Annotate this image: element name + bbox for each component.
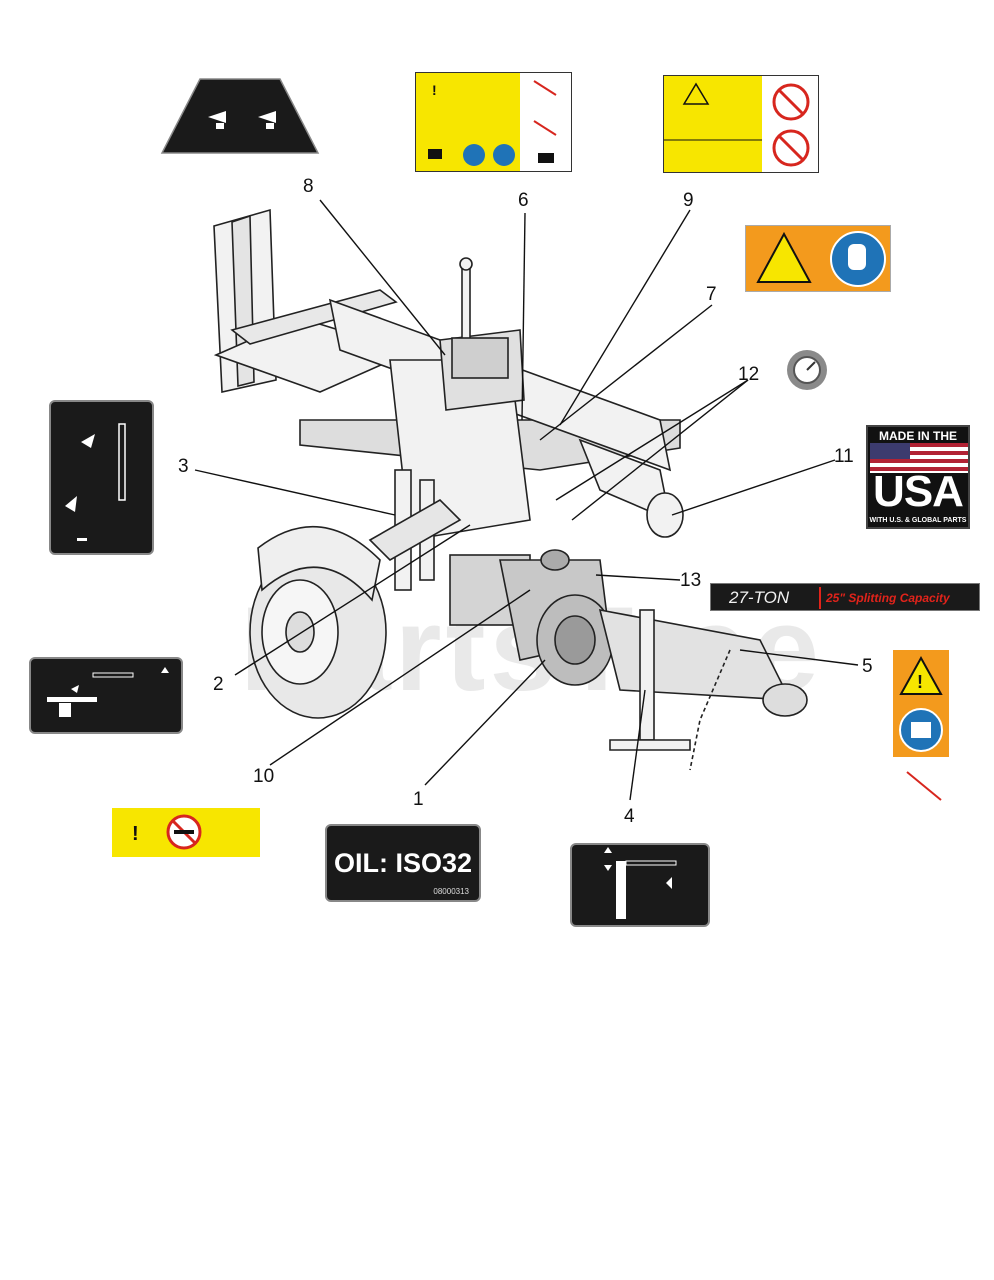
log-splitter-drawing — [213, 208, 808, 771]
callout-5: 5 — [862, 656, 873, 677]
red-line-graphic — [906, 771, 942, 801]
callout-1: 1 — [413, 789, 424, 810]
leader-lines — [194, 199, 859, 801]
decal-gauge — [785, 348, 829, 392]
oil-label: OIL: ISO32 — [333, 848, 473, 878]
decal-safety-warnings: ! — [415, 72, 572, 172]
callout-6: 6 — [518, 190, 529, 211]
jack-stand-graphic — [604, 847, 677, 919]
callout-13: 13 — [680, 570, 701, 591]
us-flag-icon — [870, 443, 968, 473]
decal-oil-iso32: OIL: ISO32 08000313 — [325, 824, 481, 902]
callout-4: 4 — [624, 806, 635, 827]
valve-directions-graphic — [160, 78, 320, 154]
crush-hazard-icons — [664, 82, 810, 167]
gloves-icons — [756, 231, 886, 287]
yellow-panel-2 — [664, 76, 762, 172]
decal-jack-stand — [570, 843, 710, 927]
decal-crush-hazard — [663, 75, 819, 173]
safety-warning-icons: ! — [428, 80, 557, 166]
usa-bottom-text: WITH U.S. & GLOBAL PARTS — [869, 517, 967, 524]
wedge-height-graphic — [65, 423, 126, 541]
usa-main-text: USA — [873, 467, 964, 516]
callout-7: 7 — [706, 284, 717, 305]
callout-numbers: 8 6 9 7 12 3 11 13 5 2 10 1 4 — [178, 176, 873, 827]
decal-red-line — [903, 770, 951, 816]
callout-10: 10 — [253, 766, 274, 787]
decal-operation — [29, 657, 183, 734]
read-manual-icons: ! — [899, 655, 943, 752]
oil-part-number: 08000313 — [433, 887, 469, 896]
ton-divider — [819, 587, 821, 609]
decal-made-in-usa: MADE IN THE USA WITH U.S. & GLOBAL PARTS — [866, 425, 970, 529]
svg-text:!: ! — [132, 823, 139, 845]
decal-no-smoking: ! — [112, 808, 260, 857]
decal-valve-directions — [160, 77, 320, 155]
svg-text:!: ! — [917, 672, 923, 692]
callout-3: 3 — [178, 456, 189, 477]
svg-text:!: ! — [432, 82, 437, 98]
gauge-icon — [787, 350, 827, 390]
callout-9: 9 — [683, 190, 694, 211]
callout-2: 2 — [213, 674, 224, 695]
decal-wedge-height — [49, 400, 154, 555]
decal-27-ton: 27-TON 25" Splitting Capacity — [710, 583, 980, 611]
callout-8: 8 — [303, 176, 314, 197]
no-smoking-icons: ! — [132, 814, 202, 850]
usa-top-text: MADE IN THE — [879, 429, 957, 443]
ton-main-text: 27-TON — [729, 588, 790, 607]
decal-wear-gloves — [745, 225, 891, 292]
decal-read-manual: ! — [893, 650, 949, 757]
ton-sub-text: 25" Splitting Capacity — [826, 591, 950, 605]
callout-12: 12 — [738, 364, 759, 385]
operation-graphic — [47, 667, 169, 717]
callout-11: 11 — [834, 446, 854, 467]
